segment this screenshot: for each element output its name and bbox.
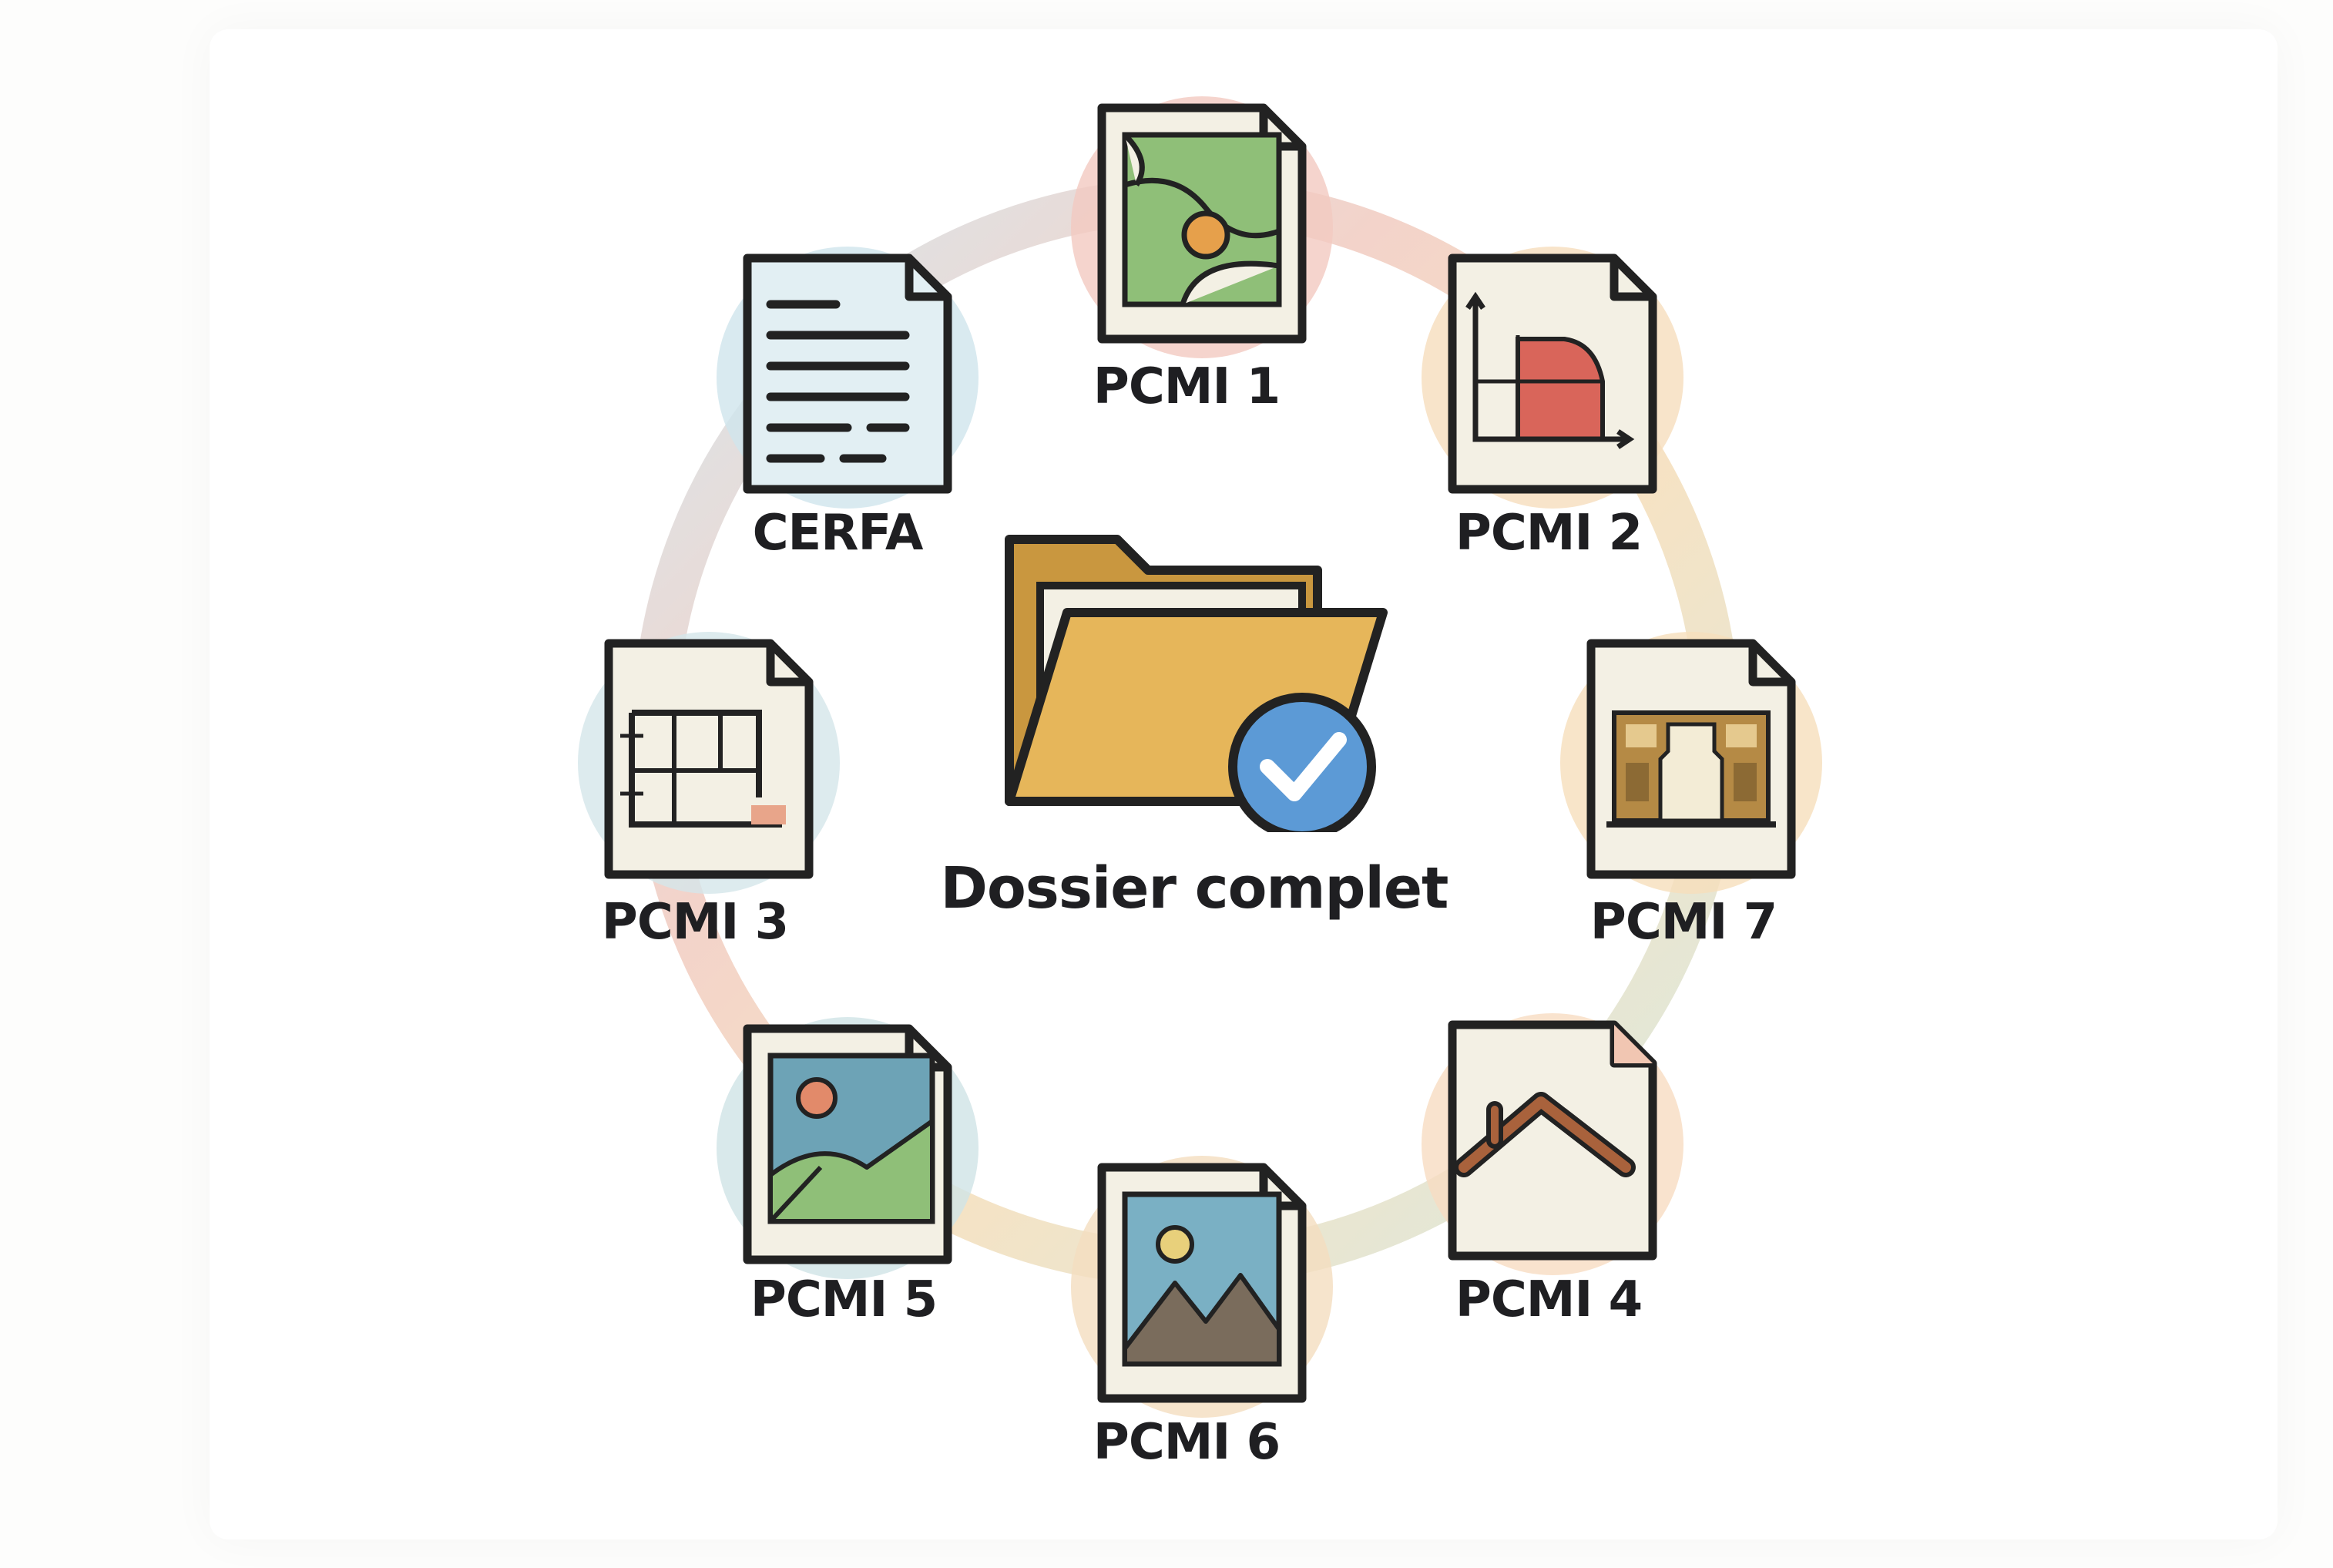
pcmi7-label: PCMI 7 [1589,894,1777,951]
pcmi2-document-icon[interactable] [1422,247,1683,509]
pcmi1-label: PCMI 1 [1093,358,1281,415]
pcmi6-label: PCMI 6 [1093,1414,1281,1471]
pcmi2-label: PCMI 2 [1455,505,1643,562]
pcmi7-document-icon[interactable] [1560,632,1822,894]
pcmi5-document-icon[interactable] [717,1017,979,1279]
center-label: Dossier complet [940,855,1449,922]
pcmi3-document-icon[interactable] [578,632,840,894]
pcmi1-document-icon[interactable] [1071,96,1333,358]
pcmi4-label: PCMI 4 [1455,1271,1643,1328]
pcmi6-document-icon[interactable] [1071,1156,1333,1418]
pcmi3-label: PCMI 3 [601,894,789,951]
pcmi5-label: PCMI 5 [750,1271,938,1328]
cerfa-document-icon[interactable] [717,247,979,509]
cerfa-label: CERFA [752,505,924,562]
pcmi4-document-icon[interactable] [1422,1013,1683,1275]
folder-check-icon[interactable] [994,509,1395,841]
